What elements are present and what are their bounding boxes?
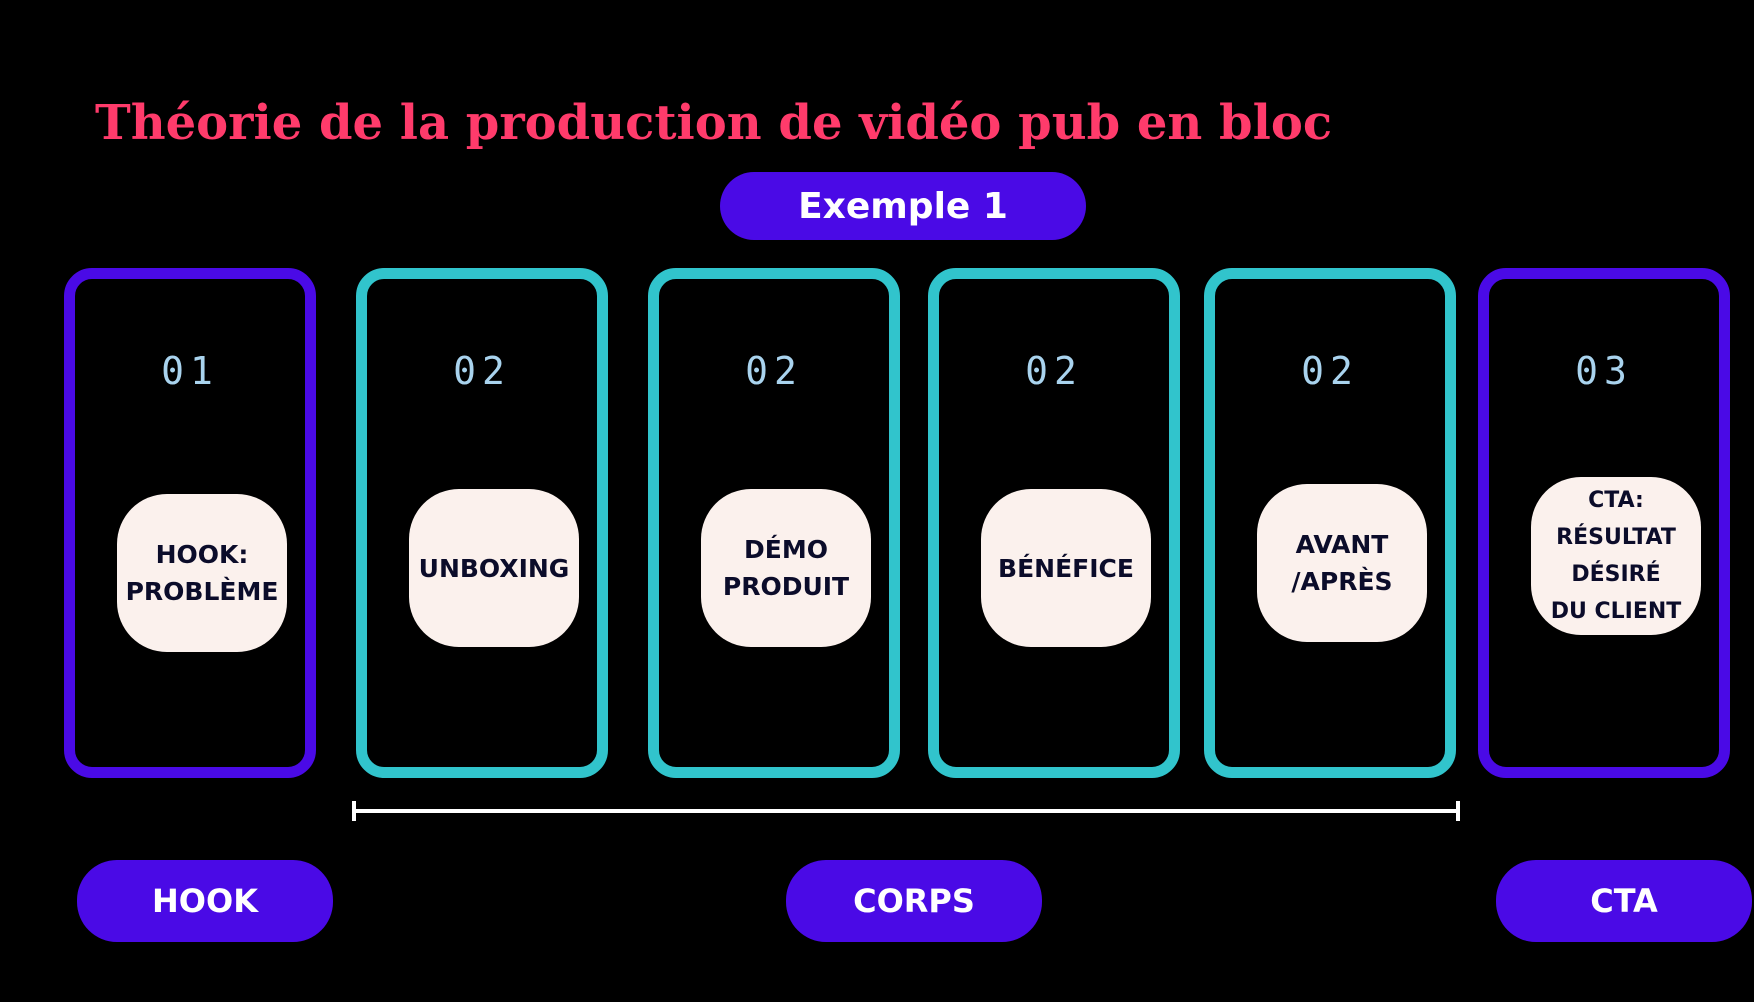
section-label: HOOK bbox=[152, 882, 258, 920]
step-box: AVANT /APRÈS bbox=[1257, 484, 1427, 642]
step-number: 02 bbox=[1301, 349, 1359, 393]
step-label: HOOK: PROBLÈME bbox=[125, 540, 279, 606]
step-box: HOOK: PROBLÈME bbox=[117, 494, 287, 652]
step-box: DÉMO PRODUIT bbox=[701, 489, 871, 647]
step-label: BÉNÉFICE bbox=[998, 553, 1134, 583]
step-card-cta: 03 CTA: RÉSULTAT DÉSIRÉ DU CLIENT bbox=[1478, 268, 1730, 778]
diagram-title: Théorie de la production de vidéo pub en… bbox=[95, 95, 1333, 151]
step-number: 02 bbox=[453, 349, 511, 393]
step-box: UNBOXING bbox=[409, 489, 579, 647]
corps-span-bracket bbox=[352, 801, 1460, 821]
example-badge: Exemple 1 bbox=[720, 172, 1086, 240]
step-card-hook: 01 HOOK: PROBLÈME bbox=[64, 268, 316, 778]
example-badge-label: Exemple 1 bbox=[798, 185, 1008, 227]
section-label: CORPS bbox=[853, 882, 975, 920]
step-label: CTA: RÉSULTAT DÉSIRÉ DU CLIENT bbox=[1550, 488, 1682, 624]
section-badge-cta: CTA bbox=[1496, 860, 1752, 942]
step-label: UNBOXING bbox=[418, 553, 570, 583]
step-number: 03 bbox=[1575, 349, 1633, 393]
step-number: 02 bbox=[1025, 349, 1083, 393]
step-label: AVANT /APRÈS bbox=[1291, 530, 1393, 596]
step-box: CTA: RÉSULTAT DÉSIRÉ DU CLIENT bbox=[1531, 477, 1701, 635]
step-box: BÉNÉFICE bbox=[981, 489, 1151, 647]
step-card-benefice: 02 BÉNÉFICE bbox=[928, 268, 1180, 778]
section-label: CTA bbox=[1590, 882, 1658, 920]
step-card-avant-apres: 02 AVANT /APRÈS bbox=[1204, 268, 1456, 778]
section-badge-hook: HOOK bbox=[77, 860, 333, 942]
step-number: 01 bbox=[161, 349, 219, 393]
section-badge-corps: CORPS bbox=[786, 860, 1042, 942]
step-number: 02 bbox=[745, 349, 803, 393]
step-card-unboxing: 02 UNBOXING bbox=[356, 268, 608, 778]
step-label: DÉMO PRODUIT bbox=[722, 535, 850, 601]
step-card-demo: 02 DÉMO PRODUIT bbox=[648, 268, 900, 778]
